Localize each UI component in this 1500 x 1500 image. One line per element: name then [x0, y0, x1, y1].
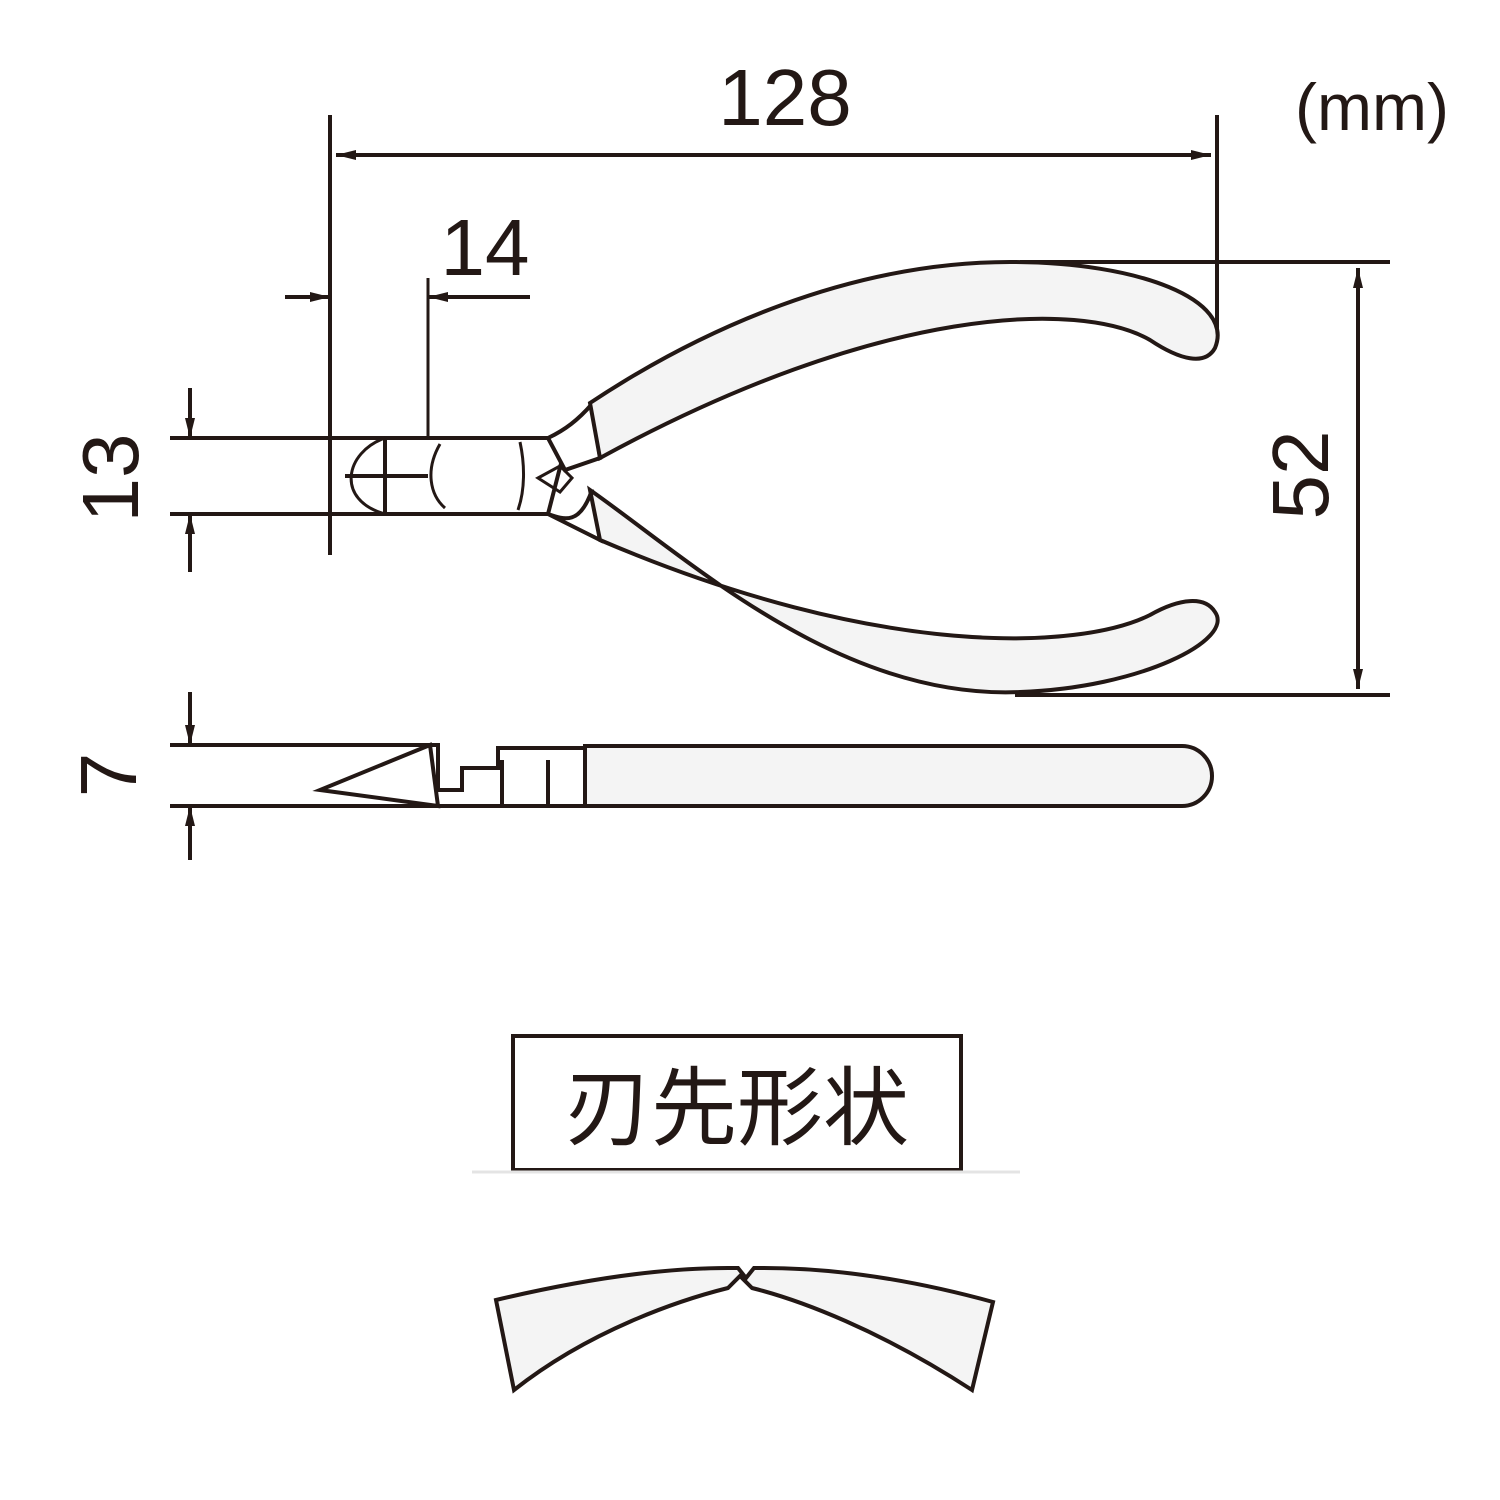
head-thickness-value: 7: [64, 753, 153, 798]
side-jaw: [312, 742, 441, 809]
joint-pivot: [535, 464, 575, 494]
detail-label: 刃先形状: [565, 1059, 909, 1159]
blade-profile: [493, 1266, 996, 1394]
pliers-side-view: [312, 742, 1214, 809]
pliers-top-view: [345, 259, 1220, 695]
open-width-dimension: 52: [1015, 260, 1390, 697]
overall-length-dimension: 128: [328, 53, 1219, 555]
head-width-dimension: 13: [66, 388, 385, 572]
detail-label-box: [511, 1034, 963, 1172]
side-grip: [583, 744, 1214, 808]
grip-lower: [587, 485, 1220, 695]
blade-shape-detail: 刃先形状: [472, 1034, 1020, 1394]
open-width-value: 52: [1256, 431, 1345, 520]
units-label: (mm): [1295, 70, 1449, 144]
jaw-length-value: 14: [441, 203, 530, 292]
jaw-length-dimension: 14: [285, 203, 530, 510]
jaw-head: [383, 436, 568, 516]
jaw-shoulder: [429, 443, 447, 510]
grip-upper: [587, 259, 1220, 462]
joint-edge: [516, 441, 526, 511]
overall-length-value: 128: [718, 53, 851, 142]
head-thickness-dimension: 7: [64, 692, 440, 860]
side-head-steps: [430, 743, 587, 808]
head-width-value: 13: [66, 434, 155, 523]
